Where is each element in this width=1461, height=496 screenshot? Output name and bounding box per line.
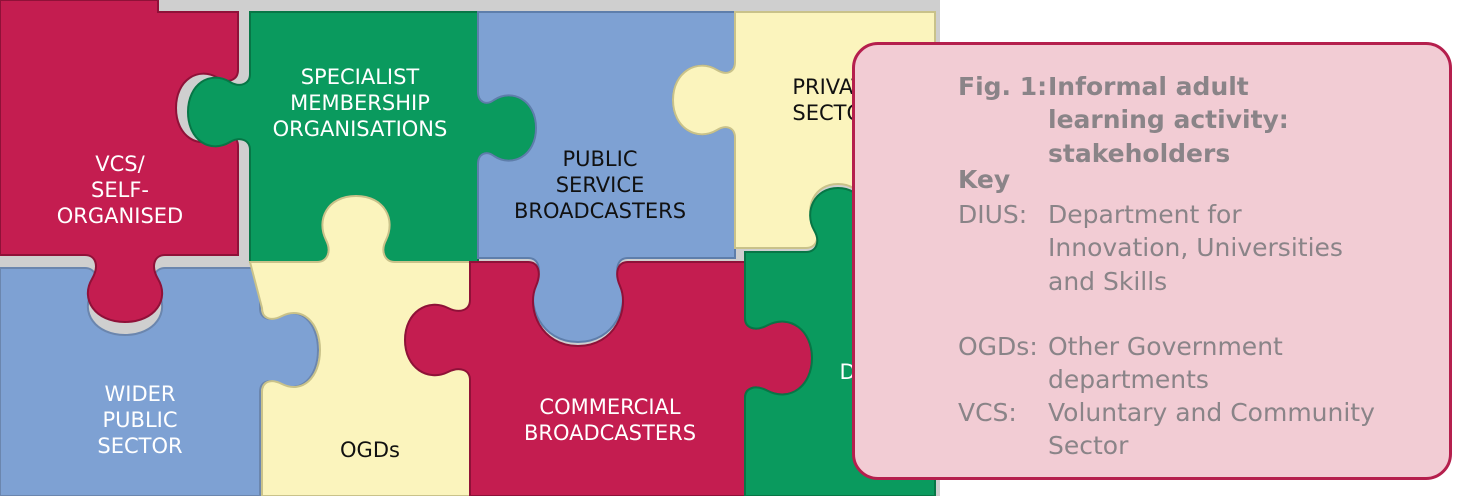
key-definition: Voluntary and Community Sector: [1048, 398, 1375, 461]
figure-caption: Fig. 1: Informal adult learning activity…: [958, 70, 1368, 170]
key-panel: [852, 42, 1452, 480]
label-ogds: OGDs: [340, 437, 400, 462]
key-entry-dius: DIUS: Department for Innovation, Univers…: [958, 198, 1348, 298]
label-vcs: VCS/SELF-ORGANISED: [56, 151, 184, 229]
key-abbr: VCS:: [958, 398, 1017, 427]
key-definition: Department for Innovation, Universities …: [1048, 200, 1343, 296]
key-entry-vcs: VCS: Voluntary and Community Sector: [958, 396, 1408, 463]
key-heading: Key: [958, 165, 1011, 194]
key-definition: Other Government departments: [1048, 332, 1283, 395]
figure-title: Informal adult learning activity: stakeh…: [1048, 72, 1289, 168]
key-abbr: DIUS:: [958, 200, 1028, 229]
figure-number: Fig. 1:: [958, 72, 1048, 101]
key-abbr: OGDs:: [958, 332, 1038, 361]
key-entry-ogds: OGDs: Other Government departments: [958, 330, 1288, 397]
